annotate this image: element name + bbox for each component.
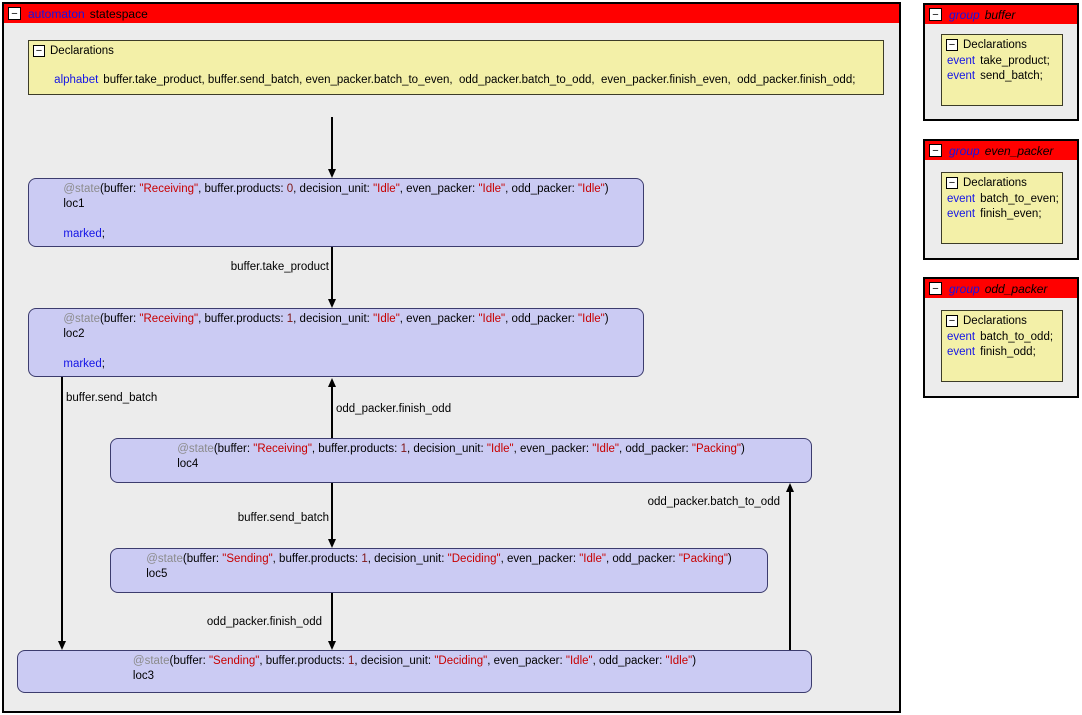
declarations-header: − Declarations xyxy=(942,311,1062,329)
group-keyword: group xyxy=(949,143,980,158)
location-name: loc3 xyxy=(132,670,155,682)
edge-line-loc3-loc4 xyxy=(789,491,791,650)
collapse-button[interactable]: − xyxy=(8,7,21,20)
declarations-title: Declarations xyxy=(963,177,1027,189)
edge-line-loc4-loc2 xyxy=(331,386,333,438)
collapse-button[interactable]: − xyxy=(946,315,958,327)
event-declaration: event finish_even; xyxy=(942,206,1062,221)
state-line: @state(buffer: "Receiving", buffer.produ… xyxy=(63,183,609,195)
state-node-loc4[interactable]: @state(buffer: "Receiving", buffer.produ… xyxy=(110,438,812,483)
edge-label-finish-odd-down: odd_packer.finish_odd xyxy=(206,616,322,628)
event-name: take_product; xyxy=(980,55,1050,67)
event-name: finish_odd; xyxy=(980,346,1036,358)
event-name: send_batch; xyxy=(980,70,1043,82)
event-keyword: event xyxy=(947,70,976,82)
automaton-keyword: automaton xyxy=(28,6,85,21)
edge-line-loc1-loc2 xyxy=(331,247,333,300)
edge-label-send-batch-mid: buffer.send_batch xyxy=(237,512,329,524)
blank-line xyxy=(63,342,608,357)
arrowhead-up-icon xyxy=(785,483,794,492)
event-declaration: event batch_to_even; xyxy=(942,191,1062,206)
automaton-name: statespace xyxy=(89,6,148,21)
event-declaration: event send_batch; xyxy=(942,68,1062,83)
arrowhead-down-icon xyxy=(327,169,336,178)
edge-label-send-batch-left: buffer.send_batch xyxy=(66,392,158,404)
group-keyword: group xyxy=(949,281,980,296)
collapse-button[interactable]: − xyxy=(929,282,942,295)
edge-line-loc4-loc5 xyxy=(331,483,333,540)
event-declaration: event take_product; xyxy=(942,53,1062,68)
declarations-header: − Declarations xyxy=(942,173,1062,191)
event-keyword: event xyxy=(947,346,976,358)
edge-label-batch-to-odd: odd_packer.batch_to_odd xyxy=(647,496,780,508)
collapse-button[interactable]: − xyxy=(929,144,942,157)
state-node-loc1[interactable]: @state(buffer: "Receiving", buffer.produ… xyxy=(28,178,644,247)
event-keyword: event xyxy=(947,55,976,67)
location-name: loc5 xyxy=(146,568,168,580)
group-title-bar[interactable]: − group buffer xyxy=(925,5,1077,24)
declarations-title: Declarations xyxy=(963,315,1027,327)
edge-line-initial xyxy=(331,117,333,170)
collapse-button[interactable]: − xyxy=(33,45,45,57)
arrowhead-up-icon xyxy=(327,378,336,387)
even-packer-declarations-box: − Declarations event batch_to_even; event… xyxy=(941,172,1063,244)
arrowhead-down-icon xyxy=(327,539,336,548)
alphabet-declaration: alphabet buffer.take_product, buffer.send… xyxy=(29,59,883,98)
declarations-title: Declarations xyxy=(50,45,114,57)
state-line: @state(buffer: "Sending", buffer.product… xyxy=(132,655,697,667)
group-title-bar[interactable]: − group even_packer xyxy=(925,141,1077,160)
state-line: @state(buffer: "Receiving", buffer.produ… xyxy=(177,443,745,455)
blank-line xyxy=(63,212,608,227)
group-keyword: group xyxy=(949,7,980,22)
state-line: @state(buffer: "Sending", buffer.product… xyxy=(146,553,732,565)
marked-line: marked; xyxy=(63,228,105,240)
state-node-loc5[interactable]: @state(buffer: "Sending", buffer.product… xyxy=(110,548,768,593)
declarations-title: Declarations xyxy=(963,39,1027,51)
edge-label-take-product: buffer.take_product xyxy=(230,261,329,273)
collapse-button[interactable]: − xyxy=(929,8,942,21)
edge-label-finish-odd-up: odd_packer.finish_odd xyxy=(336,403,452,415)
group-name: even_packer xyxy=(984,143,1054,158)
automaton-title-bar[interactable]: − automaton statespace xyxy=(4,4,899,23)
event-keyword: event xyxy=(947,208,976,220)
event-name: batch_to_odd; xyxy=(980,331,1054,343)
collapse-button[interactable]: − xyxy=(946,177,958,189)
state-node-loc2[interactable]: @state(buffer: "Receiving", buffer.produ… xyxy=(28,308,644,377)
arrowhead-down-icon xyxy=(57,641,66,650)
event-declaration: event batch_to_odd; xyxy=(942,329,1062,344)
group-even-packer-panel: − group even_packer − Declarations event… xyxy=(923,139,1079,260)
automaton-statespace-panel: − automaton statespace − Declarations al… xyxy=(2,2,901,713)
declarations-header: − Declarations xyxy=(942,35,1062,53)
alphabet-events: buffer.take_product, buffer.send_batch, … xyxy=(103,74,856,86)
declarations-header: − Declarations xyxy=(29,41,883,59)
group-buffer-panel: − group buffer − Declarations event take_… xyxy=(923,3,1079,121)
event-name: finish_even; xyxy=(980,208,1042,220)
marked-line: marked; xyxy=(63,358,105,370)
state-node-loc3[interactable]: @state(buffer: "Sending", buffer.product… xyxy=(17,650,812,693)
arrowhead-down-icon xyxy=(327,641,336,650)
arrowhead-down-icon xyxy=(327,299,336,308)
location-name: loc2 xyxy=(63,328,85,340)
group-title-bar[interactable]: − group odd_packer xyxy=(925,279,1077,298)
edge-line-loc5-loc3 xyxy=(331,593,333,642)
state-line: @state(buffer: "Receiving", buffer.produ… xyxy=(63,313,609,325)
alphabet-keyword: alphabet xyxy=(54,74,99,86)
group-name: odd_packer xyxy=(984,281,1048,296)
event-declaration: event finish_odd; xyxy=(942,344,1062,359)
event-keyword: event xyxy=(947,193,976,205)
alphabet-declarations-box: − Declarations alphabet buffer.take_produ… xyxy=(28,40,884,95)
group-name: buffer xyxy=(984,7,1016,22)
edge-line-loc2-loc3 xyxy=(61,377,63,642)
event-name: batch_to_even; xyxy=(980,193,1059,205)
event-keyword: event xyxy=(947,331,976,343)
collapse-button[interactable]: − xyxy=(946,39,958,51)
location-name: loc1 xyxy=(63,198,85,210)
location-name: loc4 xyxy=(177,458,199,470)
